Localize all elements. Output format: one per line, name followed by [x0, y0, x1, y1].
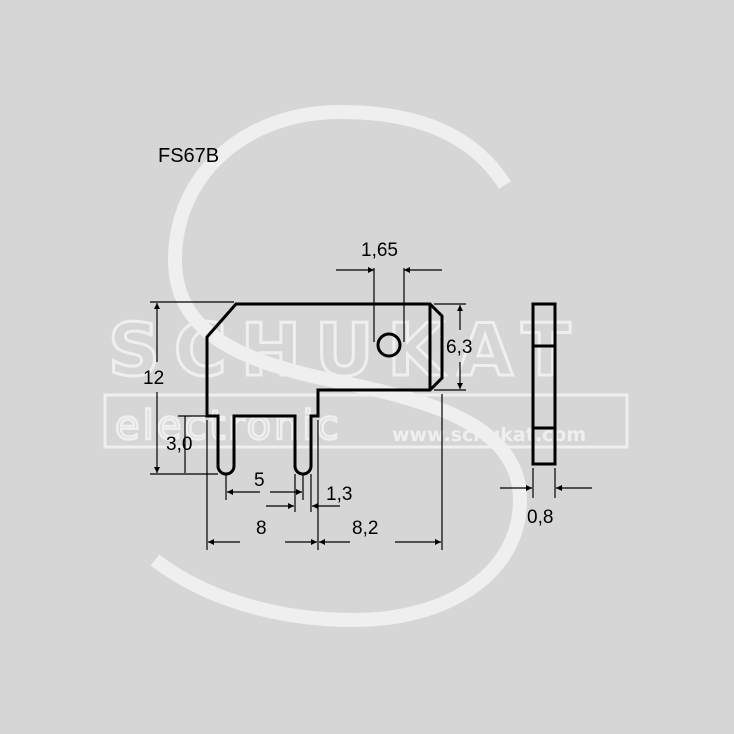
dim-overall-height: 12: [143, 301, 234, 475]
dim-hole-diameter: 1,65: [336, 240, 442, 342]
watermark: SCHUKAT electronic www.schukat.com: [103, 104, 629, 628]
dim-pin-height: 3,0: [166, 415, 216, 473]
dim-bottom-lengths: 8 8,2: [206, 394, 443, 550]
terminal-hole: [376, 332, 402, 358]
dim-overall-height-label: 12: [143, 368, 164, 389]
dim-tab-width: 6,3: [434, 303, 472, 391]
watermark-s-logo: [150, 104, 528, 628]
dim-pin-height-label: 3,0: [166, 434, 192, 455]
dim-pin-width-label: 1,3: [326, 484, 352, 505]
dim-thickness-label: 0,8: [527, 507, 553, 528]
dim-pin-pitch: 5: [225, 470, 304, 500]
watermark-brand: SCHUKAT: [108, 308, 584, 392]
part-number-title: FS67B: [158, 145, 219, 167]
watermark-sub: electronic: [115, 403, 342, 449]
terminal-outline: [205, 302, 444, 476]
watermark-url: www.schukat.com: [392, 424, 586, 446]
dim-tab-width-label: 6,3: [446, 337, 472, 358]
side-view: [531, 302, 557, 466]
dim-hole-diameter-label: 1,65: [361, 240, 398, 261]
dim-tab-length-label: 8,2: [352, 518, 378, 539]
watermark-box: [103, 393, 629, 449]
dim-thickness: 0,8: [500, 468, 592, 528]
dim-pin-to-edge-label: 8: [256, 518, 267, 539]
dim-pin-width: 1,3: [266, 474, 352, 512]
side-view-outline: [531, 302, 557, 466]
dim-pin-pitch-label: 5: [254, 470, 265, 491]
